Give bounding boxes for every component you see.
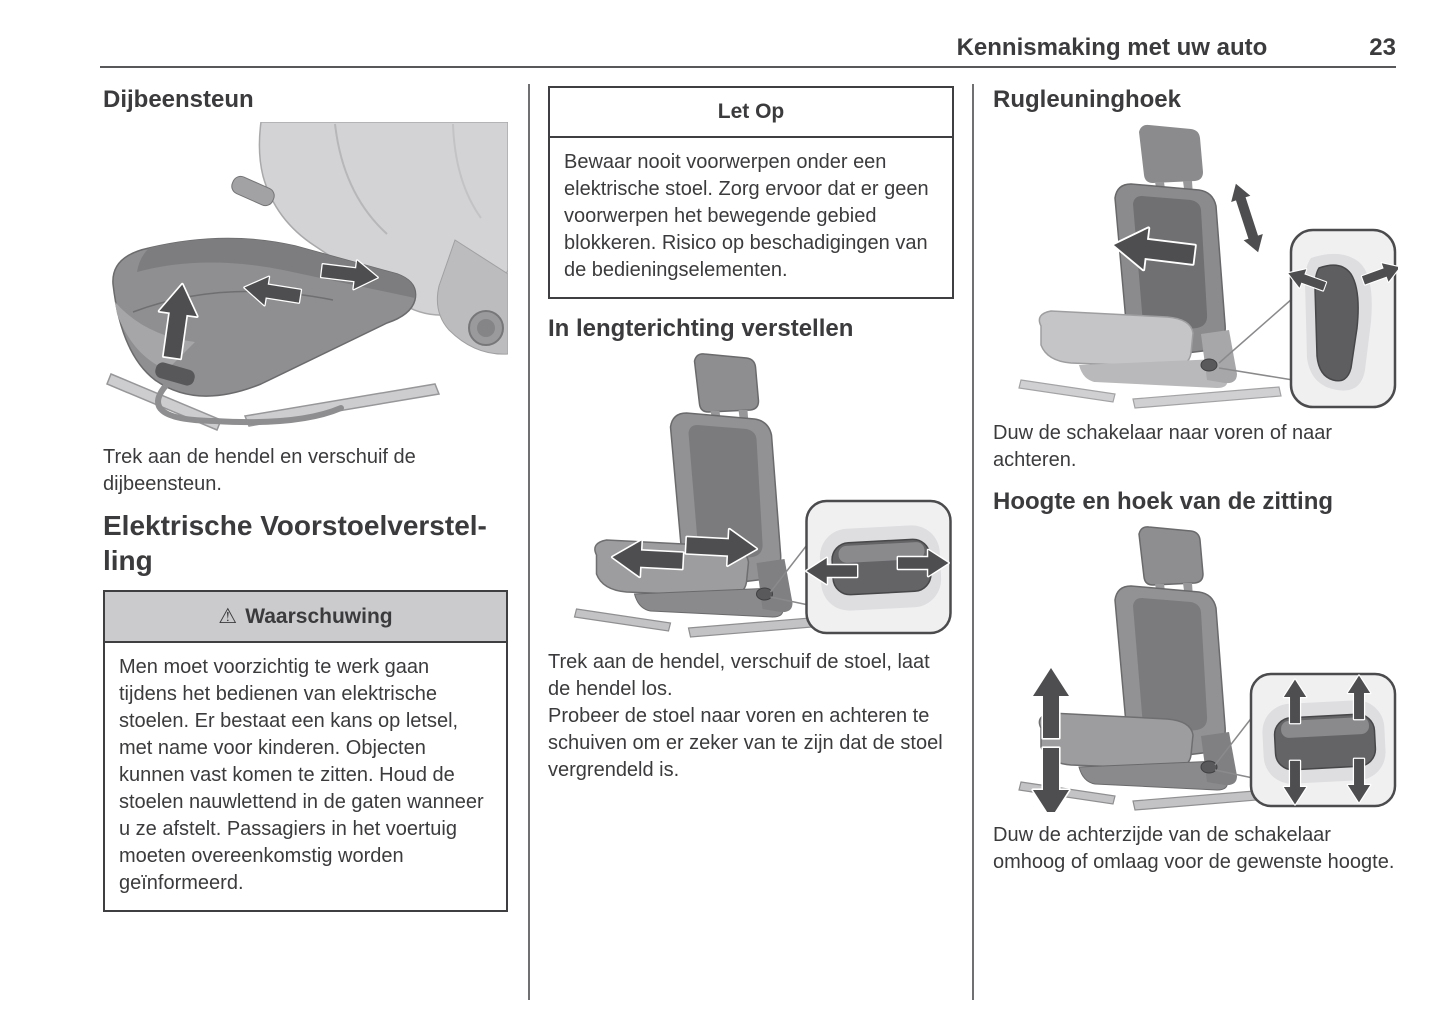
warning-box: ⚠ Waarschuwing Men moet voorzichtig te we… bbox=[103, 590, 508, 912]
longitudinal-caption-2: Probeer de stoel naar voren en achteren … bbox=[548, 705, 943, 781]
seat-side-view bbox=[1018, 526, 1282, 811]
chapter-title: Kennismaking met uw auto bbox=[956, 34, 1268, 61]
thigh-support-lever bbox=[155, 362, 195, 386]
warning-title: Waarschuwing bbox=[245, 605, 393, 628]
switch-inset bbox=[1249, 672, 1397, 808]
seat-cushion bbox=[1038, 712, 1194, 770]
page-number: 23 bbox=[1369, 34, 1396, 61]
headrest bbox=[693, 353, 760, 413]
notice-box: Let Op Bewaar nooit voorwerpen onder een… bbox=[548, 86, 954, 299]
backrest-angle-figure bbox=[1018, 124, 1398, 409]
switch-inset bbox=[1283, 228, 1398, 409]
switch-inset bbox=[805, 499, 952, 635]
seat-cushion bbox=[1038, 310, 1194, 368]
headrest bbox=[1138, 526, 1204, 586]
middle-column: Let Op Bewaar nooit voorwerpen onder een… bbox=[548, 86, 954, 784]
right-column: Rugleuninghoek bbox=[993, 86, 1398, 876]
callout-lines bbox=[1218, 297, 1294, 381]
backrest-heading: Rugleuninghoek bbox=[993, 86, 1181, 113]
seat-cushion-closeup bbox=[106, 122, 508, 431]
longitudinal-adjust-figure bbox=[573, 353, 952, 638]
notice-body: Bewaar nooit voorwerpen onder een elektr… bbox=[564, 151, 929, 281]
electric-seat-section-heading: Elektrische Voorstoelverstel- ling bbox=[103, 510, 487, 576]
thigh-support-caption: Trek aan de hendel en verschuif de dijbe… bbox=[103, 446, 416, 495]
backrest-caption: Duw de schakelaar naar voren of naar ach… bbox=[993, 422, 1333, 471]
seat-height-figure bbox=[1018, 526, 1397, 812]
page-header: Kennismaking met uw auto 23 bbox=[100, 34, 1396, 62]
seat-switch bbox=[756, 587, 773, 601]
warning-box-header: ⚠ Waarschuwing bbox=[105, 592, 506, 643]
seat-height-heading: Hoogte en hoek van de zitting bbox=[993, 488, 1334, 515]
seat-switch bbox=[1200, 760, 1218, 774]
seat-rail bbox=[573, 608, 672, 632]
thigh-support-figure bbox=[106, 122, 508, 431]
tilt-double-arrow-icon bbox=[1225, 179, 1269, 257]
adjustment-handle-bar bbox=[155, 379, 344, 426]
seat-height-caption: Duw de achterzijde van de schakelaar omh… bbox=[993, 824, 1395, 873]
longitudinal-caption-1: Trek aan de hendel, verschuif de stoel, … bbox=[548, 651, 930, 700]
headrest bbox=[1139, 124, 1203, 183]
longitudinal-heading: In lengterichting verstellen bbox=[548, 315, 854, 342]
seat-side-view bbox=[1018, 124, 1282, 409]
column-separator bbox=[972, 84, 974, 1000]
notice-box-header: Let Op bbox=[550, 88, 952, 138]
seat-side-view bbox=[573, 353, 838, 638]
callout-lines bbox=[1214, 715, 1254, 779]
seat-rail bbox=[106, 373, 222, 431]
left-column: Dijbeensteun bbox=[103, 86, 508, 912]
thigh-support-heading: Dijbeensteun bbox=[103, 86, 254, 113]
seat-switch bbox=[1200, 358, 1218, 372]
seat-rail bbox=[1132, 386, 1282, 409]
warning-triangle-icon: ⚠ bbox=[218, 605, 238, 628]
column-separator bbox=[528, 84, 530, 1000]
header-rule bbox=[100, 66, 1396, 68]
warning-body: Men moet voorzichtig te werk gaan tijden… bbox=[119, 656, 484, 894]
seat-rail bbox=[1018, 379, 1116, 403]
headrest-lever bbox=[231, 175, 275, 207]
callout-lines bbox=[769, 542, 810, 606]
